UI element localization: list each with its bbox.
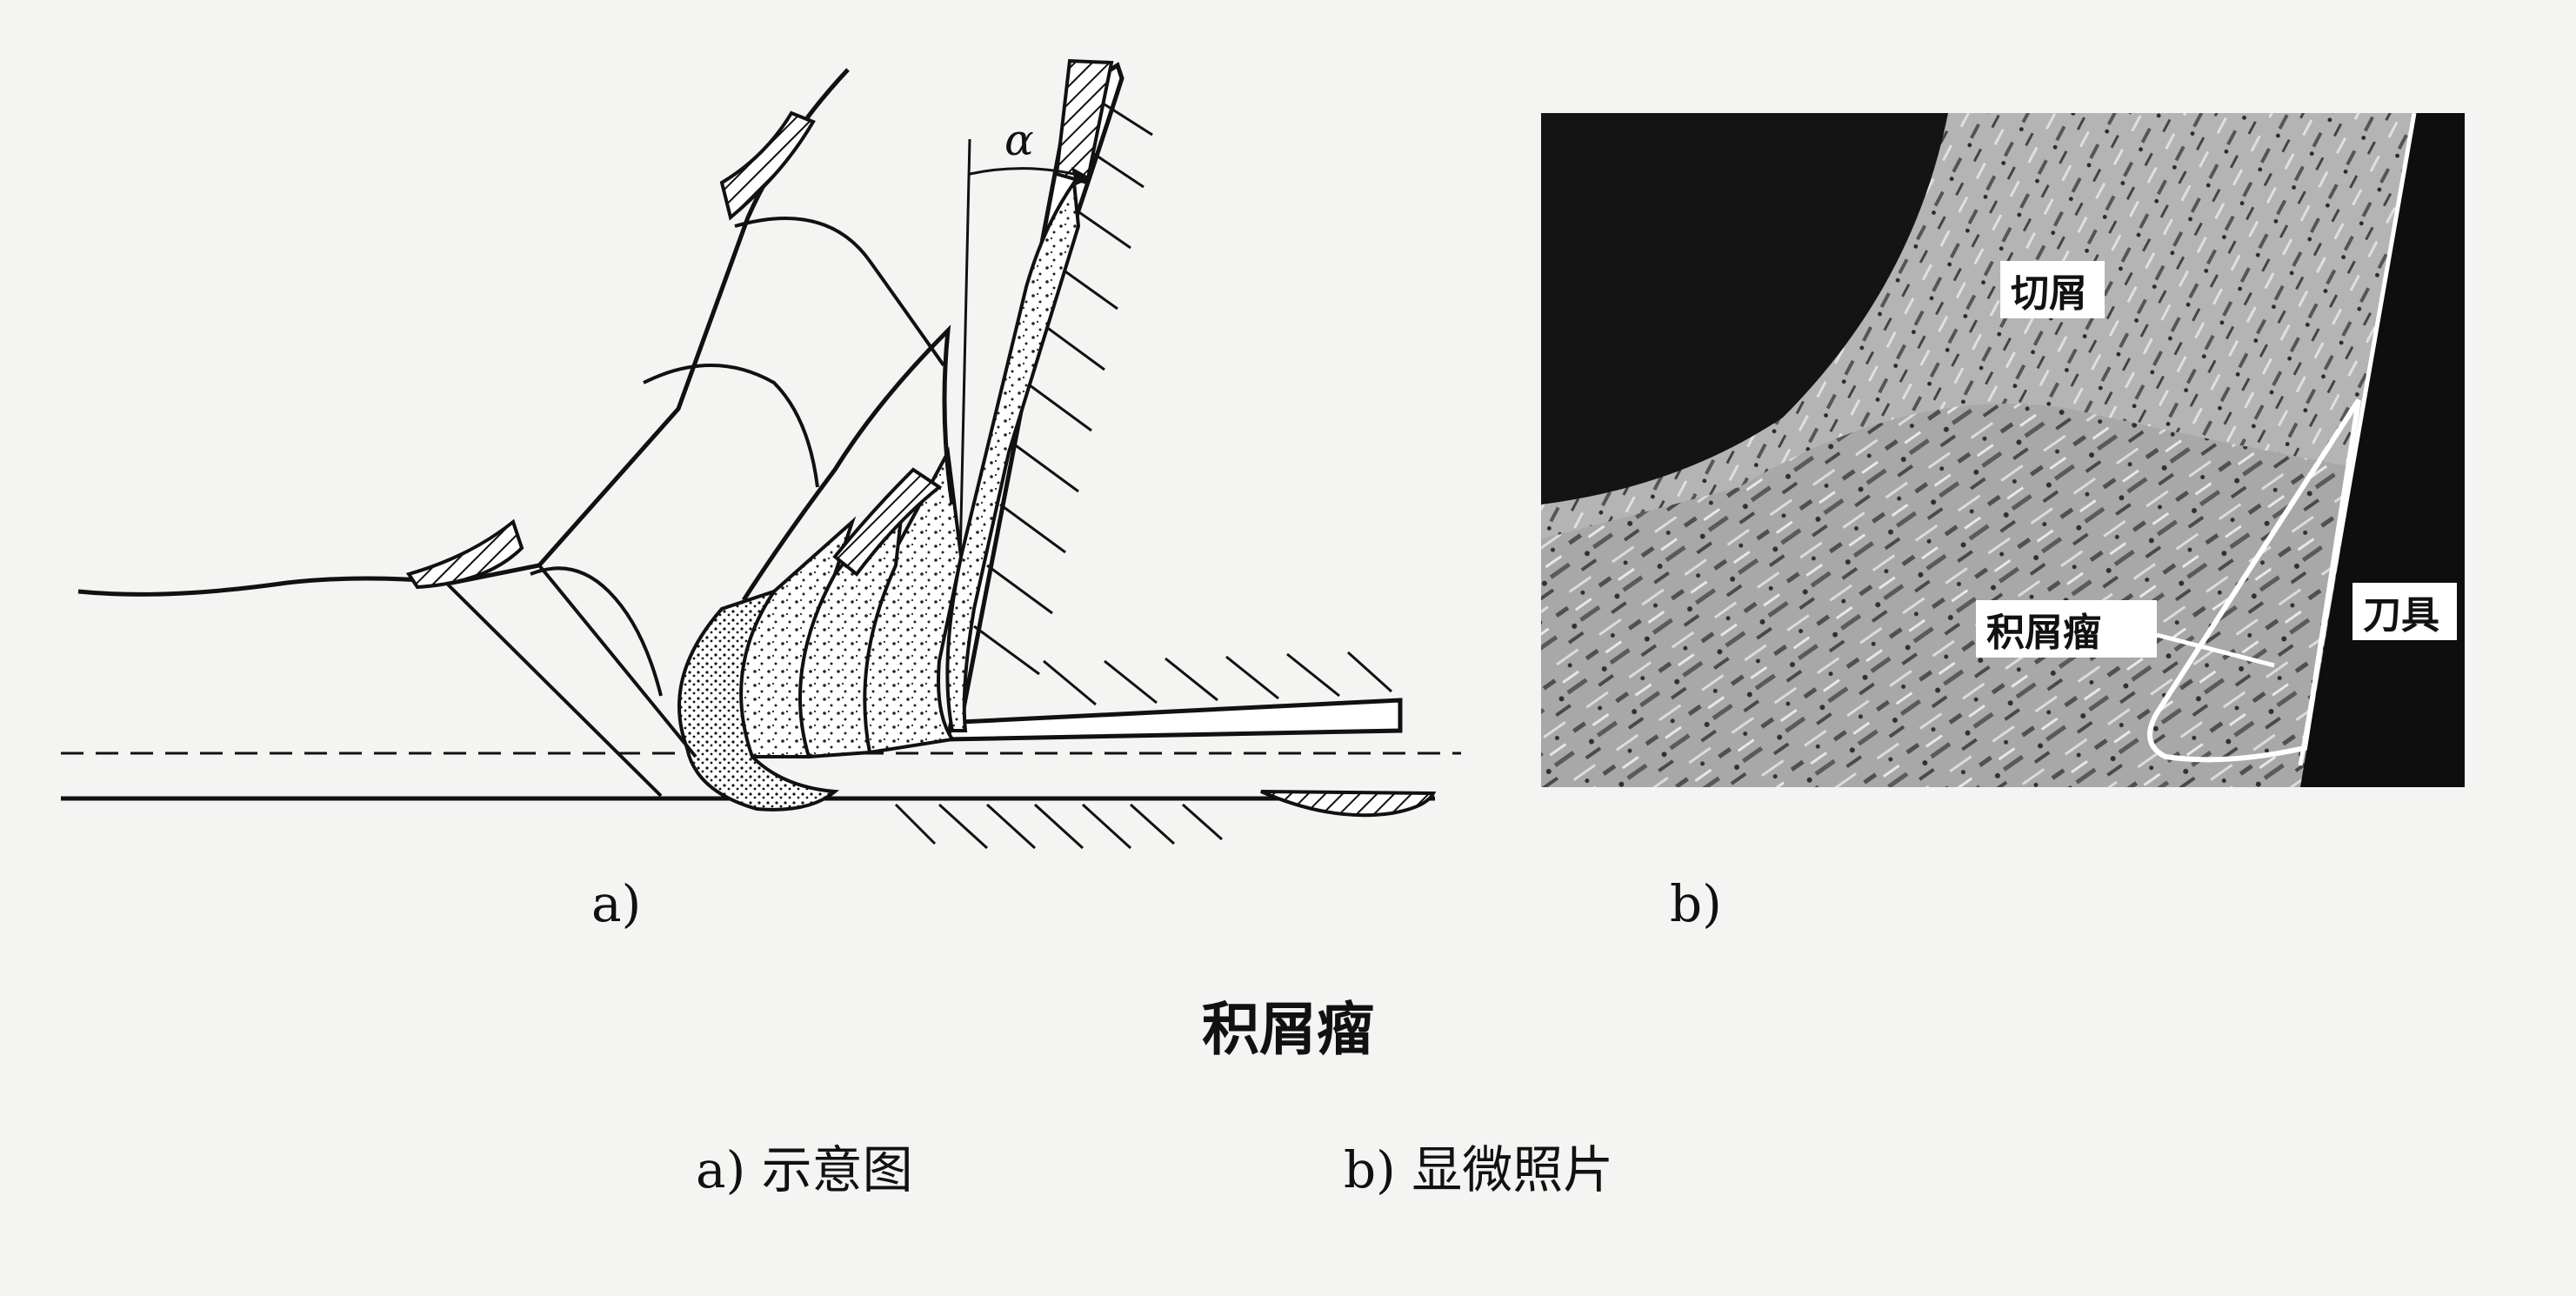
chip-section-hatched	[405, 518, 524, 590]
machined-surface-bulge	[1260, 790, 1437, 818]
chip-outline	[77, 68, 850, 597]
caption-a: a) 示意图	[696, 1140, 913, 1199]
label-leader-line	[2156, 632, 2275, 668]
chip-region	[1541, 113, 2465, 539]
tool-label-box	[2352, 583, 2457, 640]
figure-title: 积屑瘤	[1202, 995, 1374, 1063]
subfigure-b-label: b)	[1670, 874, 1722, 933]
tool-label: 刀具	[2363, 593, 2439, 638]
chip-segment-line	[643, 364, 819, 488]
subfigure-a-label: a)	[591, 874, 642, 933]
angle-arrow	[1071, 167, 1091, 185]
dark-region	[1541, 113, 1948, 504]
chip-section-hatched	[832, 467, 943, 577]
chip-section-hatched	[719, 110, 816, 221]
built-up-edge-label: 积屑瘤	[1986, 611, 2101, 655]
tool-tip-hatched	[1054, 58, 1114, 185]
chip-label: 切屑	[2011, 271, 2087, 316]
built-up-edge-outline	[2147, 398, 2361, 763]
built-up-edge-outer	[945, 177, 1081, 732]
built-up-edge-base	[677, 588, 840, 812]
shear-plane-line	[446, 583, 663, 798]
chip-segment-line	[530, 566, 663, 697]
micrograph-photo: 切屑 积屑瘤 刀具	[1541, 113, 2465, 787]
chip-segment-line	[734, 217, 945, 367]
shear-plane-line	[537, 564, 697, 758]
flank-hatch-marks	[894, 803, 1223, 850]
tool-edge-line	[2298, 113, 2417, 766]
bue-label-box	[1976, 600, 2157, 658]
caption-b: b) 显微照片	[1344, 1140, 1614, 1199]
chip-inner-edge	[741, 324, 955, 602]
tool-hatch	[973, 103, 1393, 706]
schematic-diagram: α	[61, 58, 1461, 850]
alpha-symbol: α	[1004, 115, 1034, 165]
chip-label-box	[2000, 261, 2105, 318]
